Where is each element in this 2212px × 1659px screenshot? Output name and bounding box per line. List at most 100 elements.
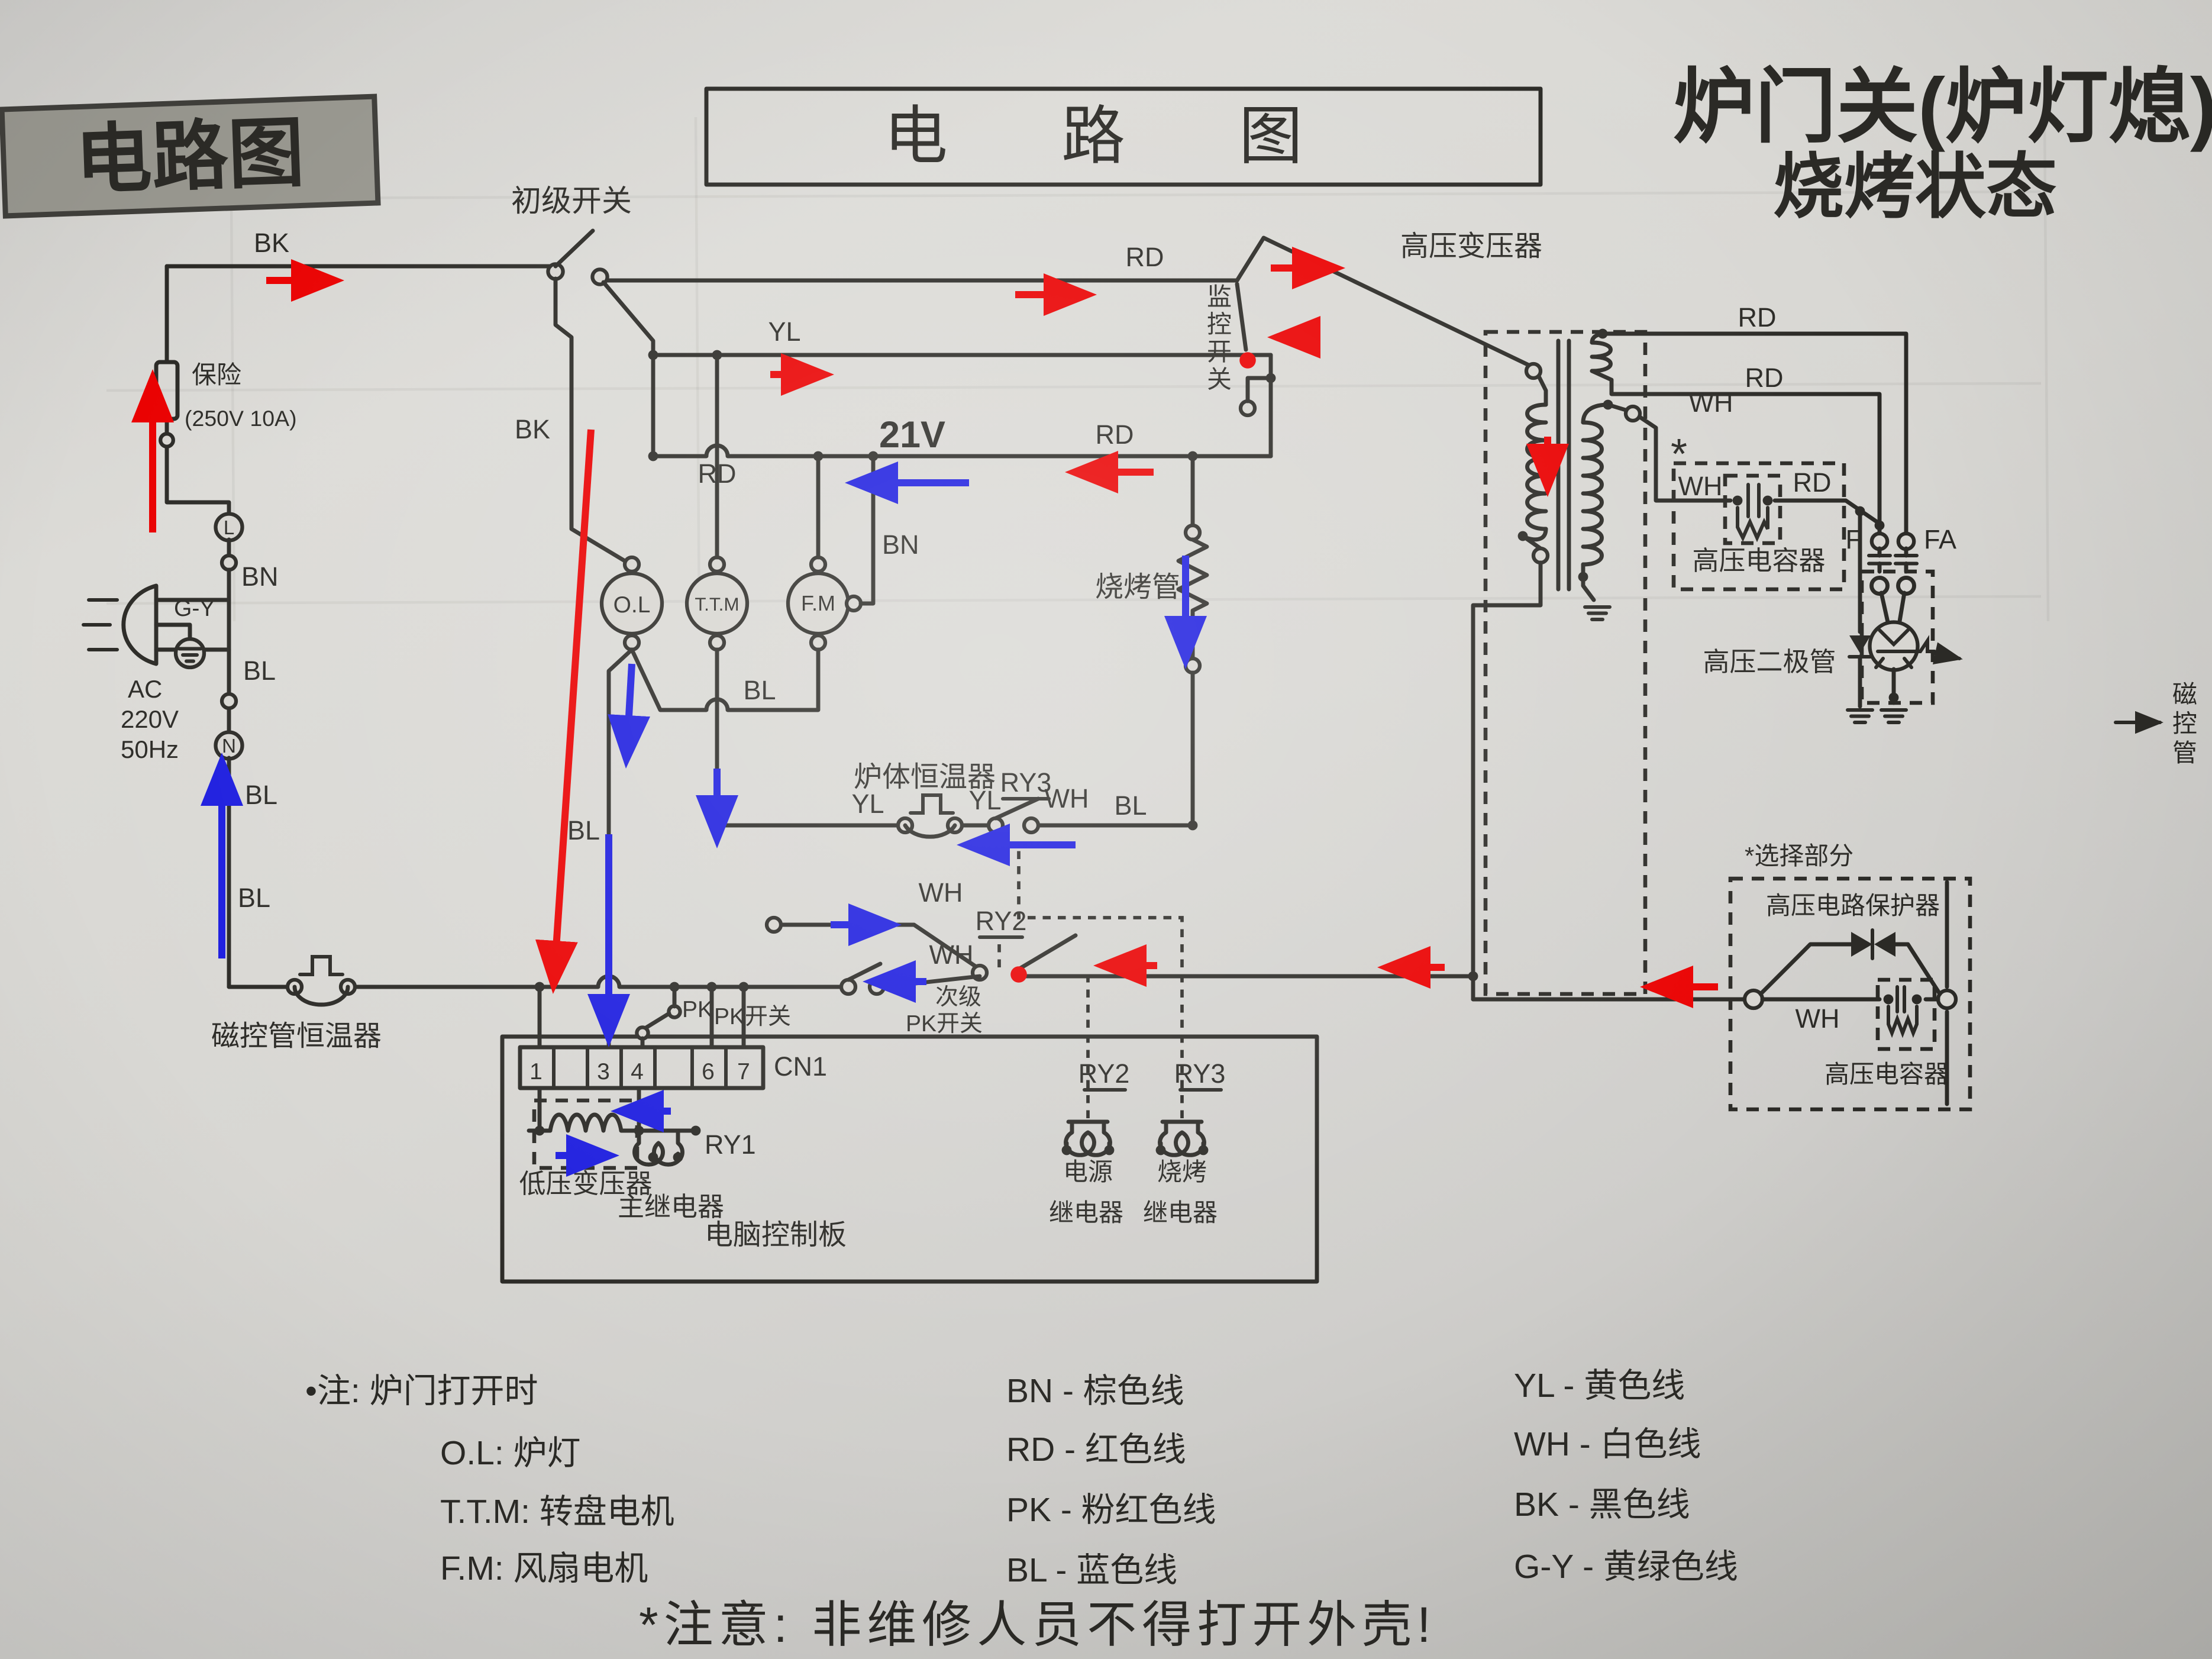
control-board-outline <box>500 1034 1319 1284</box>
capacitor-plates <box>1746 482 1761 518</box>
title-block: 电路图 <box>704 86 1543 187</box>
legend-entry: BL - 蓝色线 <box>1006 1551 1177 1589</box>
wire-label: RY3 <box>1000 767 1052 798</box>
wire-label: 初级开关 <box>511 184 632 218</box>
wire-label: 1 <box>529 1059 542 1085</box>
wire-label: WH <box>1796 1003 1840 1034</box>
wire-label: PK <box>682 997 713 1022</box>
wire-label: (250V 10A) <box>185 406 297 431</box>
junction-dot <box>813 451 824 461</box>
wire-label: G-Y <box>174 596 215 621</box>
wire-label: FA <box>1924 524 1956 554</box>
corner-label-background <box>0 93 381 219</box>
wire-label: BL <box>245 780 277 810</box>
junction-dot <box>1265 373 1276 383</box>
grill-heater-element <box>1176 537 1209 661</box>
hv-capacitor-box <box>1638 415 1882 592</box>
ry2-contact-blade <box>1016 933 1078 971</box>
wire-label: 21V <box>879 414 945 456</box>
legend-entry: BK - 黑色线 <box>1514 1486 1690 1524</box>
filament-winding <box>1590 340 1613 373</box>
note-item: F.M: 风扇电机 <box>440 1550 648 1587</box>
junction-dot <box>1104 1145 1115 1156</box>
secondary-winding <box>1581 420 1604 567</box>
wire-label: PK开关 <box>906 1011 983 1037</box>
switch-state-red-dot <box>1239 352 1256 369</box>
junction-dot <box>1187 820 1198 831</box>
ry1-coil <box>632 1128 684 1167</box>
monitor-switch <box>1235 282 1273 418</box>
junction-dot <box>868 451 879 461</box>
wire-label: 3 <box>597 1059 610 1085</box>
junction-dot <box>1187 451 1198 461</box>
junction-dot <box>673 1152 683 1163</box>
wire-label: 高压变压器 <box>1400 231 1542 262</box>
wire-label: WH <box>929 940 974 970</box>
junction-dot <box>534 1125 545 1136</box>
junction-dot <box>648 350 658 360</box>
junction-dot <box>1597 328 1608 339</box>
junction-dot <box>1061 1145 1072 1156</box>
wire-label: 磁控管恒温器 <box>211 1021 382 1052</box>
wire-label: 电脑控制板 <box>705 1219 847 1251</box>
lv-transformer-coil <box>548 1112 624 1133</box>
wire-label: 6 <box>702 1059 715 1085</box>
wire-label: 220V <box>121 705 179 733</box>
wire-label: WH <box>1045 783 1089 814</box>
yl-bus <box>601 280 1273 357</box>
wire-label: 烧烤 <box>1157 1158 1207 1186</box>
wire-label: BK <box>515 414 550 444</box>
wire-label: RD <box>698 459 737 489</box>
wire-label: BL <box>243 656 276 686</box>
protector-cap-box <box>1875 977 1937 1051</box>
legend-entry: PK - 粉红色线 <box>1006 1491 1216 1529</box>
legend-entry: BN - 棕色线 <box>1006 1372 1184 1410</box>
wire-label: BL <box>238 883 270 913</box>
wire-label: AC <box>128 675 162 703</box>
vertical-wire-label: 监控开关 <box>1207 283 1232 393</box>
legend-block: BN - 棕色线 RD - 红色线 PK - 粉红色线 BL - 蓝色线 YL … <box>1006 1367 1738 1589</box>
wire-label: YL <box>768 317 800 347</box>
wire-label: 4 <box>631 1059 644 1085</box>
note-item: O.L: 炉灯 <box>440 1434 580 1472</box>
junction-dot <box>1578 572 1588 582</box>
junction-dot <box>1517 531 1528 541</box>
wire-label: *选择部分 <box>1745 842 1853 870</box>
junction-dot <box>1198 1145 1209 1156</box>
junction-dot <box>648 1152 658 1163</box>
wire-label: 高压二极管 <box>1703 647 1836 677</box>
wire-label: 烧烤管 <box>1095 572 1180 603</box>
wire-label: 电源 <box>1063 1158 1113 1186</box>
junction-dot <box>1155 1145 1166 1156</box>
junction-dot <box>1855 506 1865 517</box>
wire-label: WH <box>1689 388 1733 418</box>
wire-label: CN1 <box>774 1051 827 1082</box>
wire-label: YL <box>968 785 1001 815</box>
red-flow-arrow <box>535 429 595 994</box>
wire-label: 继电器 <box>1143 1199 1218 1227</box>
wire-label: YL <box>851 789 884 819</box>
hv-transformer <box>1235 235 1909 1002</box>
wire-label: L <box>224 517 234 538</box>
bleed-resistor <box>1736 505 1770 543</box>
ry3-coil <box>1158 1119 1206 1157</box>
wire-label: RD <box>1745 363 1784 393</box>
junction-dot <box>1883 994 1894 1005</box>
wire-label: WH <box>919 877 963 908</box>
wire-label: RD <box>1126 242 1164 272</box>
power-plug <box>121 583 159 666</box>
junction-dots-layer <box>534 328 1922 1163</box>
wire-label: 高压电路保护器 <box>1766 892 1940 919</box>
wire-label: RY1 <box>705 1129 756 1160</box>
wire-label: 高压电容器 <box>1825 1060 1949 1088</box>
wire-label: F <box>1846 524 1862 554</box>
junction-dot <box>648 451 658 461</box>
ry2-coil <box>1064 1119 1112 1157</box>
wire-label: F.M <box>801 591 835 615</box>
junction-dot <box>634 1125 644 1136</box>
wire-label: BL <box>567 815 600 845</box>
wire-label: * <box>1671 431 1687 478</box>
legend-entry: G-Y - 黄绿色线 <box>1514 1548 1738 1586</box>
ry3-coil-link <box>1017 844 1184 1118</box>
